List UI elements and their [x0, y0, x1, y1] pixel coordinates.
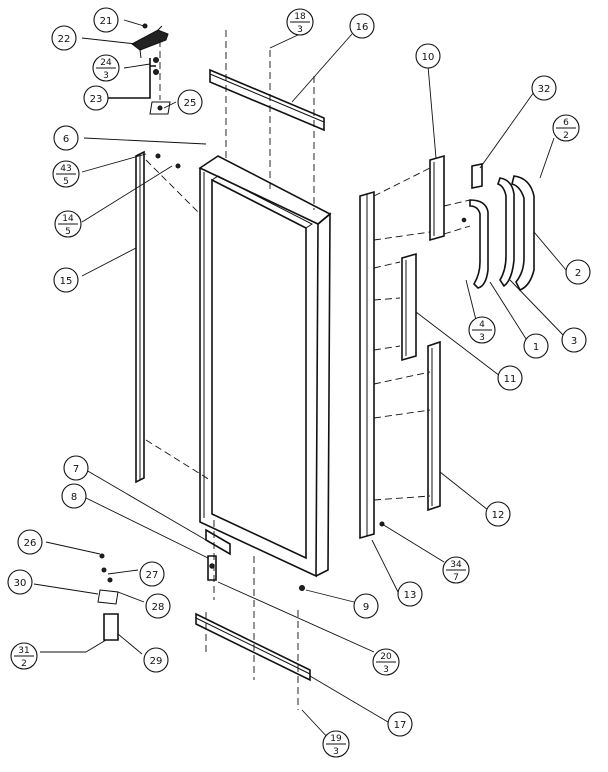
callout-28-label: 28 [152, 602, 165, 613]
callout-24-3: 243 [92, 54, 120, 82]
callout-20-3-den: 3 [383, 665, 389, 675]
callout-2: 2 [565, 259, 591, 285]
callout-23: 23 [83, 85, 109, 111]
callout-11: 11 [497, 365, 523, 391]
callout-2-label: 2 [575, 268, 581, 279]
callout-3: 3 [561, 327, 587, 353]
callout-20-3: 203 [372, 648, 400, 676]
handle-strips [401, 154, 445, 512]
callout-28: 28 [145, 593, 171, 619]
callout-10: 10 [415, 43, 441, 69]
handle-pieces [443, 163, 535, 292]
callout-10-label: 10 [422, 52, 435, 63]
bottom-rail [195, 556, 311, 710]
callout-14-5-num: 14 [62, 214, 74, 224]
callout-22: 22 [51, 25, 77, 51]
callout-29: 29 [143, 647, 169, 673]
callout-4-3-den: 3 [479, 333, 485, 343]
callouts: 21 22 243 23 25 183 16 10 32 62 6 435 14… [7, 7, 591, 758]
callout-34-7-num: 34 [450, 560, 462, 570]
callout-1-label: 1 [533, 342, 539, 353]
callout-23-label: 23 [90, 94, 103, 105]
callout-19-3: 193 [322, 730, 350, 758]
callout-15-label: 15 [60, 276, 73, 287]
callout-22-label: 22 [58, 34, 71, 45]
callout-31-2: 312 [10, 642, 38, 670]
callout-27-label: 27 [146, 570, 159, 581]
callout-43-5: 435 [52, 160, 80, 188]
callout-14-5: 145 [54, 210, 82, 238]
callout-43-5-den: 5 [63, 177, 69, 187]
callout-21: 21 [93, 7, 119, 33]
callout-18-3: 183 [286, 8, 314, 36]
callout-8: 8 [61, 483, 87, 509]
callout-32-label: 32 [538, 84, 551, 95]
callout-20-3-num: 20 [380, 652, 392, 662]
callout-14-5-den: 5 [65, 227, 71, 237]
bottom-hinge-assembly [85, 520, 305, 653]
callout-34-7-den: 7 [453, 573, 459, 583]
callout-11-label: 11 [504, 374, 517, 385]
callout-8-label: 8 [71, 492, 77, 503]
callout-16-label: 16 [356, 22, 369, 33]
callout-30: 30 [7, 569, 33, 595]
callout-12: 12 [485, 501, 511, 527]
callout-43-5-num: 43 [60, 164, 71, 174]
callout-30-label: 30 [14, 578, 27, 589]
callout-31-2-den: 2 [21, 659, 27, 669]
callout-19-3-den: 3 [333, 747, 339, 757]
callout-29-label: 29 [150, 656, 163, 667]
leader-lines [33, 19, 567, 741]
callout-24-3-num: 24 [100, 58, 112, 68]
left-side-rail [135, 150, 211, 484]
callout-26: 26 [17, 529, 43, 555]
callout-9: 9 [353, 593, 379, 619]
callout-25-label: 25 [184, 98, 197, 109]
callout-17: 17 [387, 711, 413, 737]
callout-26-label: 26 [24, 538, 37, 549]
callout-9-label: 9 [363, 602, 369, 613]
callout-7: 7 [63, 455, 89, 481]
callout-6-label: 6 [63, 134, 69, 145]
callout-25: 25 [177, 89, 203, 115]
callout-12-label: 12 [492, 510, 505, 521]
callout-6-2-num: 6 [563, 118, 569, 128]
callout-27: 27 [139, 561, 165, 587]
top-hinge-assembly [108, 23, 171, 115]
callout-24-3-den: 3 [103, 71, 109, 81]
callout-34-7: 347 [442, 556, 470, 584]
callout-18-3-num: 18 [294, 12, 306, 22]
callout-13: 13 [397, 581, 423, 607]
callout-21-label: 21 [100, 16, 113, 27]
callout-19-3-num: 19 [330, 734, 342, 744]
callout-32: 32 [531, 75, 557, 101]
callout-18-3-den: 3 [297, 25, 303, 35]
door-frame [198, 30, 332, 578]
callout-6: 6 [53, 125, 79, 151]
callout-6-2: 62 [552, 114, 580, 142]
callout-4-3-num: 4 [479, 320, 485, 330]
callout-4-3: 43 [468, 316, 496, 344]
callout-15: 15 [53, 267, 79, 293]
top-rail [209, 50, 325, 210]
callout-6-2-den: 2 [563, 131, 569, 141]
callout-17-label: 17 [394, 720, 407, 731]
callout-1: 1 [523, 333, 549, 359]
callout-7-label: 7 [73, 464, 79, 475]
callout-13-label: 13 [404, 590, 417, 601]
callout-16: 16 [349, 13, 375, 39]
right-side-panel [359, 167, 431, 540]
callout-31-2-num: 31 [18, 646, 29, 656]
callout-3-label: 3 [571, 336, 577, 347]
